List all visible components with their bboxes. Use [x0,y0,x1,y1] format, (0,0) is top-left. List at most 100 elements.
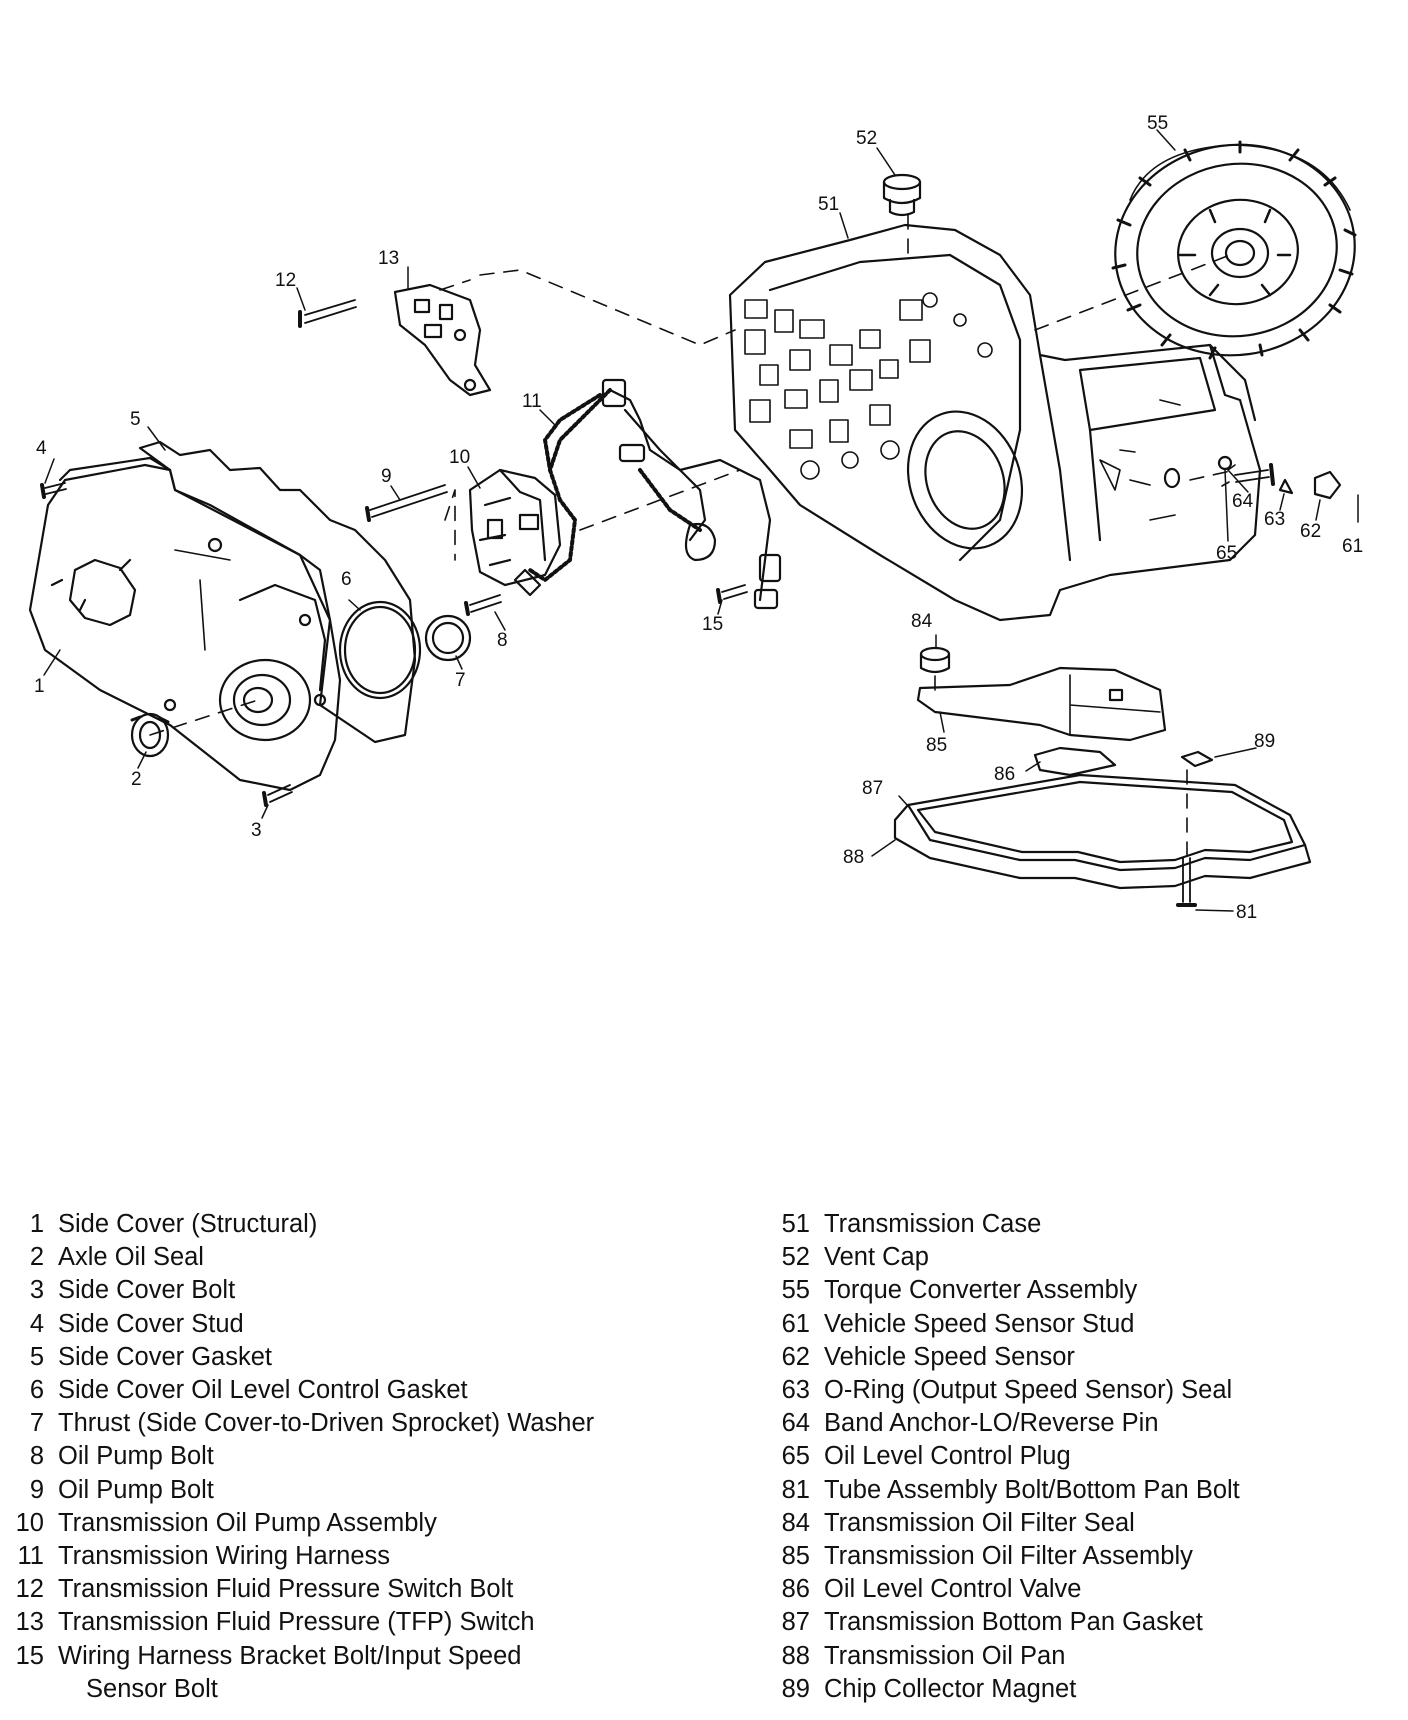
legend-label: Transmission Oil Pump Assembly [58,1508,437,1537]
bottom-pan [893,773,1312,890]
legend-label: Oil Pump Bolt [58,1442,214,1471]
callout-15: 15 [702,614,723,635]
callout-85: 85 [926,735,947,756]
legend-label: Side Cover Gasket [58,1342,273,1371]
callout-4: 4 [36,438,47,459]
legend-item: 1 Side Cover (Structural) [0,1208,720,1241]
torque-converter [1111,140,1357,360]
legend-label-line1: Wiring Harness Bracket Bolt/Input Speed [58,1641,522,1670]
legend-number: 84 [781,1508,810,1537]
legend-label: Transmission Case [824,1210,1042,1238]
callout-1: 1 [34,676,45,697]
legend-label: Transmission Wiring Harness [58,1542,391,1571]
axle-oil-seal [130,712,170,758]
valve-body-detail [744,292,1181,521]
legend-label: Vent Cap [824,1243,929,1272]
legend-label: Oil Level Control Valve [824,1575,1082,1604]
oil-level-control-valve [1033,746,1117,777]
callout-55: 55 [1147,113,1168,134]
legend-number: 85 [781,1542,810,1571]
legend-label: Band Anchor-LO/Reverse Pin [824,1409,1159,1438]
callout-5: 5 [130,409,141,430]
legend-label: Transmission Fluid Pressure Switch Bolt [58,1575,514,1604]
callout-51: 51 [818,194,839,215]
legend-item: 11 Transmission Wiring Harness [0,1540,720,1573]
legend-label: Oil Pump Bolt [58,1475,214,1504]
transmission-case [728,223,1262,622]
legend-number: 65 [781,1442,810,1471]
legend-number: 52 [781,1243,810,1272]
legend-label: Side Cover Stud [58,1309,244,1338]
exploded-transmission-diagram: 52 55 51 13 12 11 5 4 10 9 64 63 62 61 6… [28,113,1363,923]
legend-number: 7 [29,1409,44,1438]
legend-item: 12 Transmission Fluid Pressure Switch Bol… [0,1573,720,1606]
callout-9: 9 [381,466,392,487]
legend-label: Transmission Bottom Pan Gasket [824,1608,1203,1637]
callout-65: 65 [1216,543,1237,564]
legend-item: 85 Transmission Oil Filter Assembly [760,1540,1400,1573]
callout-84: 84 [911,611,933,632]
callout-89: 89 [1254,731,1275,752]
legend-number: 55 [781,1276,810,1305]
legend-label: Transmission Oil Filter Assembly [824,1542,1193,1571]
legend-number: 51 [781,1210,810,1238]
callout-81: 81 [1236,902,1257,923]
side-cover [28,456,342,792]
legend-label: Transmission Fluid Pressure (TFP) Switch [58,1608,535,1637]
thrust-washer [424,614,472,662]
vent-cap [882,173,922,217]
legend-number: 88 [781,1641,810,1670]
legend-item: 7 Thrust (Side Cover-to-Driven Sprocket) … [0,1407,720,1440]
legend-item: 51 Transmission Case [760,1208,1400,1241]
legend-item: 9 Oil Pump Bolt [0,1474,720,1507]
callout-88: 88 [843,847,864,868]
leader-lines [43,129,1359,912]
legend-number: 15 [15,1641,44,1670]
legend-label: O-Ring (Output Speed Sensor) Seal [824,1376,1233,1405]
legend-item: 63 O-Ring (Output Speed Sensor) Seal [760,1374,1400,1407]
legend-label-line2: Sensor Bolt [86,1674,218,1703]
legend-number: 11 [17,1542,44,1571]
callout-6: 6 [341,569,352,590]
legend-label: Vehicle Speed Sensor Stud [824,1309,1135,1338]
side-cover-gasket [138,440,417,744]
legend-label: Axle Oil Seal [58,1243,204,1272]
legend-number: 12 [15,1575,44,1604]
callout-87: 87 [862,778,883,799]
callout-86: 86 [994,764,1015,785]
legend-number: 6 [29,1376,44,1405]
legend-number: 9 [29,1475,44,1504]
callout-8: 8 [497,630,508,651]
legend-number: 63 [781,1376,810,1405]
legend-label: Thrust (Side Cover-to-Driven Sprocket) W… [58,1409,595,1438]
alignment-lines [149,214,1236,856]
legend-label: Side Cover (Structural) [58,1210,318,1238]
callout-10: 10 [449,447,470,468]
legend-label: Chip Collector Magnet [824,1674,1077,1703]
legend-number: 2 [29,1243,44,1272]
legend-number: 1 [29,1210,44,1238]
callout-13: 13 [378,248,399,269]
legend-label: Oil Level Control Plug [824,1442,1071,1471]
legend-number: 3 [29,1276,44,1305]
legend-item: 2 Axle Oil Seal [0,1241,720,1274]
callout-64: 64 [1232,491,1254,512]
callout-7: 7 [455,670,466,691]
legend-label: Vehicle Speed Sensor [824,1342,1075,1371]
callout-63: 63 [1264,509,1285,530]
legend-number: 62 [781,1342,810,1371]
callout-62: 62 [1300,521,1321,542]
